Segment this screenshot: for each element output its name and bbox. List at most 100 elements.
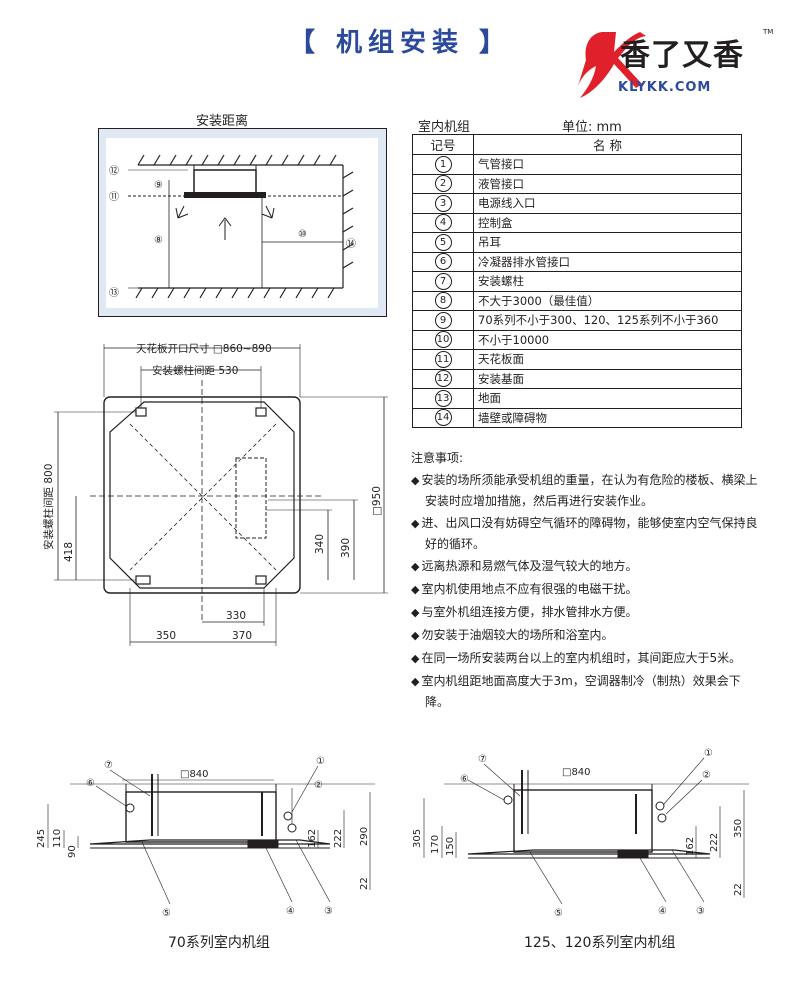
install-distance-diagram: ⑫ ⑪ ⑨ ⑧ ⑬ ⑩ ⑭ (98, 128, 387, 317)
row-number-badge: 10 (434, 331, 452, 349)
brand-name: 香了又香 (620, 38, 744, 73)
dim-350: 350 (156, 630, 176, 642)
row-number-badge: 9 (434, 311, 452, 329)
row-number: 6 (412, 251, 474, 272)
marker-5: ⑤ (162, 908, 171, 919)
note-item: 与室外机组连接方便，排水管排水方便。 (411, 602, 761, 623)
row-number-badge: 8 (434, 292, 452, 310)
dim-162: 162 (685, 837, 696, 856)
marker-4: ④ (286, 906, 295, 917)
dim-340: 340 (314, 534, 326, 554)
row-name: 控制盒 (473, 212, 742, 233)
caption-120: 125、120系列室内机组 (524, 935, 676, 951)
notes-heading: 注意事项: (411, 451, 464, 465)
table-unit-label: 单位: mm (562, 120, 622, 135)
dim-150: 150 (445, 837, 456, 856)
marker-6: ⑥ (86, 778, 95, 789)
row-number: 10 (412, 329, 474, 350)
table-row: 11 天花板面 (412, 349, 742, 370)
dim-245: 245 (36, 829, 47, 848)
row-number-badge: 4 (434, 214, 452, 232)
marker-13: ⑬ (109, 287, 119, 299)
dim-22: 22 (359, 877, 370, 890)
brand-logo (578, 32, 646, 98)
page-title: 【 机组安装 】 (288, 28, 512, 58)
dim-90: 90 (67, 845, 78, 858)
row-name: 地面 (473, 388, 742, 409)
row-name: 电源线入口 (473, 193, 742, 214)
bolt-vertical-dim: 安装螺柱间距 800 (42, 464, 55, 550)
dim-290: 290 (359, 827, 370, 846)
marker-2: ② (314, 780, 323, 791)
row-name: 不大于3000（最佳值） (473, 290, 742, 311)
marker-3: ③ (324, 906, 333, 917)
dim-222: 222 (333, 829, 344, 848)
row-name: 气管接口 (473, 154, 742, 175)
dim-370: 370 (232, 630, 252, 642)
marker-6: ⑥ (460, 774, 469, 785)
notes-section: 注意事项: 安装的场所须能承受机组的重量，在认为有危险的楼板、横梁上安装时应增加… (411, 448, 761, 714)
width-840: □840 (180, 769, 209, 780)
marker-14: ⑭ (346, 238, 356, 250)
row-number: 3 (412, 193, 474, 214)
marker-1: ① (704, 748, 713, 759)
note-item: 室内机使用地点不应有很强的电磁干扰。 (411, 579, 761, 600)
table-row: 1 气管接口 (412, 154, 742, 175)
row-number: 7 (412, 271, 474, 292)
row-number: 8 (412, 290, 474, 311)
marker-5: ⑤ (554, 908, 563, 919)
table-row: 9 70系列不小于300、120、125系列不小于360 (412, 310, 742, 331)
marker-1: ① (316, 756, 325, 767)
row-name: 液管接口 (473, 173, 742, 194)
row-number: 2 (412, 173, 474, 194)
table-row: 6 冷凝器排水管接口 (412, 251, 742, 272)
marker-11: ⑪ (109, 191, 119, 203)
row-name: 70系列不小于300、120、125系列不小于360 (473, 310, 742, 331)
marker-4: ④ (658, 906, 667, 917)
note-item: 远离热源和易燃气体及湿气较大的地方。 (411, 556, 761, 577)
row-name: 安装基面 (473, 368, 742, 389)
dim-162: 162 (307, 829, 318, 848)
dim-350: 350 (733, 819, 744, 838)
marker-3: ③ (696, 906, 705, 917)
ceiling-opening-dim: 天花板开口尺寸 □860~890 (136, 342, 272, 355)
table-row: 10 不小于10000 (412, 329, 742, 350)
row-number-badge: 11 (434, 350, 452, 368)
note-item: 进、出风口没有妨碍空气循环的障碍物，能够使室内空气保持良好的循环。 (411, 513, 761, 554)
note-item: 室内机组距地面高度大于3m，空调器制冷（制热）效果会下降。 (411, 671, 761, 712)
table-row: 4 控制盒 (412, 212, 742, 233)
marker-7: ⑦ (104, 760, 113, 771)
bolt-spacing-dim: 安装螺柱间距 530 (152, 364, 238, 377)
marker-12: ⑫ (109, 165, 119, 177)
header-name: 名 称 (473, 134, 742, 155)
row-name: 天花板面 (473, 349, 742, 370)
side-view-120-diagram: □840 305 170 150 162 222 350 22 ⑦ ⑥ ① ② … (412, 748, 749, 919)
dim-950: □950 (371, 486, 383, 516)
dim-305: 305 (412, 829, 423, 848)
row-name: 吊耳 (473, 232, 742, 253)
row-number-badge: 6 (434, 253, 452, 271)
dim-390: 390 (340, 538, 352, 558)
row-name: 不小于10000 (473, 329, 742, 350)
table-row: 2 液管接口 (412, 173, 742, 194)
dim-22: 22 (733, 883, 744, 896)
caption-70: 70系列室内机组 (168, 935, 270, 951)
table-row: 8 不大于3000（最佳值） (412, 290, 742, 311)
note-item: 安装的场所须能承受机组的重量，在认为有危险的楼板、横梁上安装时应增加措施，然后再… (411, 470, 761, 511)
row-number-badge: 1 (434, 155, 452, 173)
row-number-badge: 2 (434, 175, 452, 193)
row-number-badge: 7 (434, 272, 452, 290)
row-name: 冷凝器排水管接口 (473, 251, 742, 272)
row-number: 5 (412, 232, 474, 253)
marker-7: ⑦ (478, 754, 487, 765)
dim-170: 170 (430, 835, 441, 854)
marker-10: ⑩ (298, 229, 307, 240)
dim-330: 330 (226, 610, 246, 622)
